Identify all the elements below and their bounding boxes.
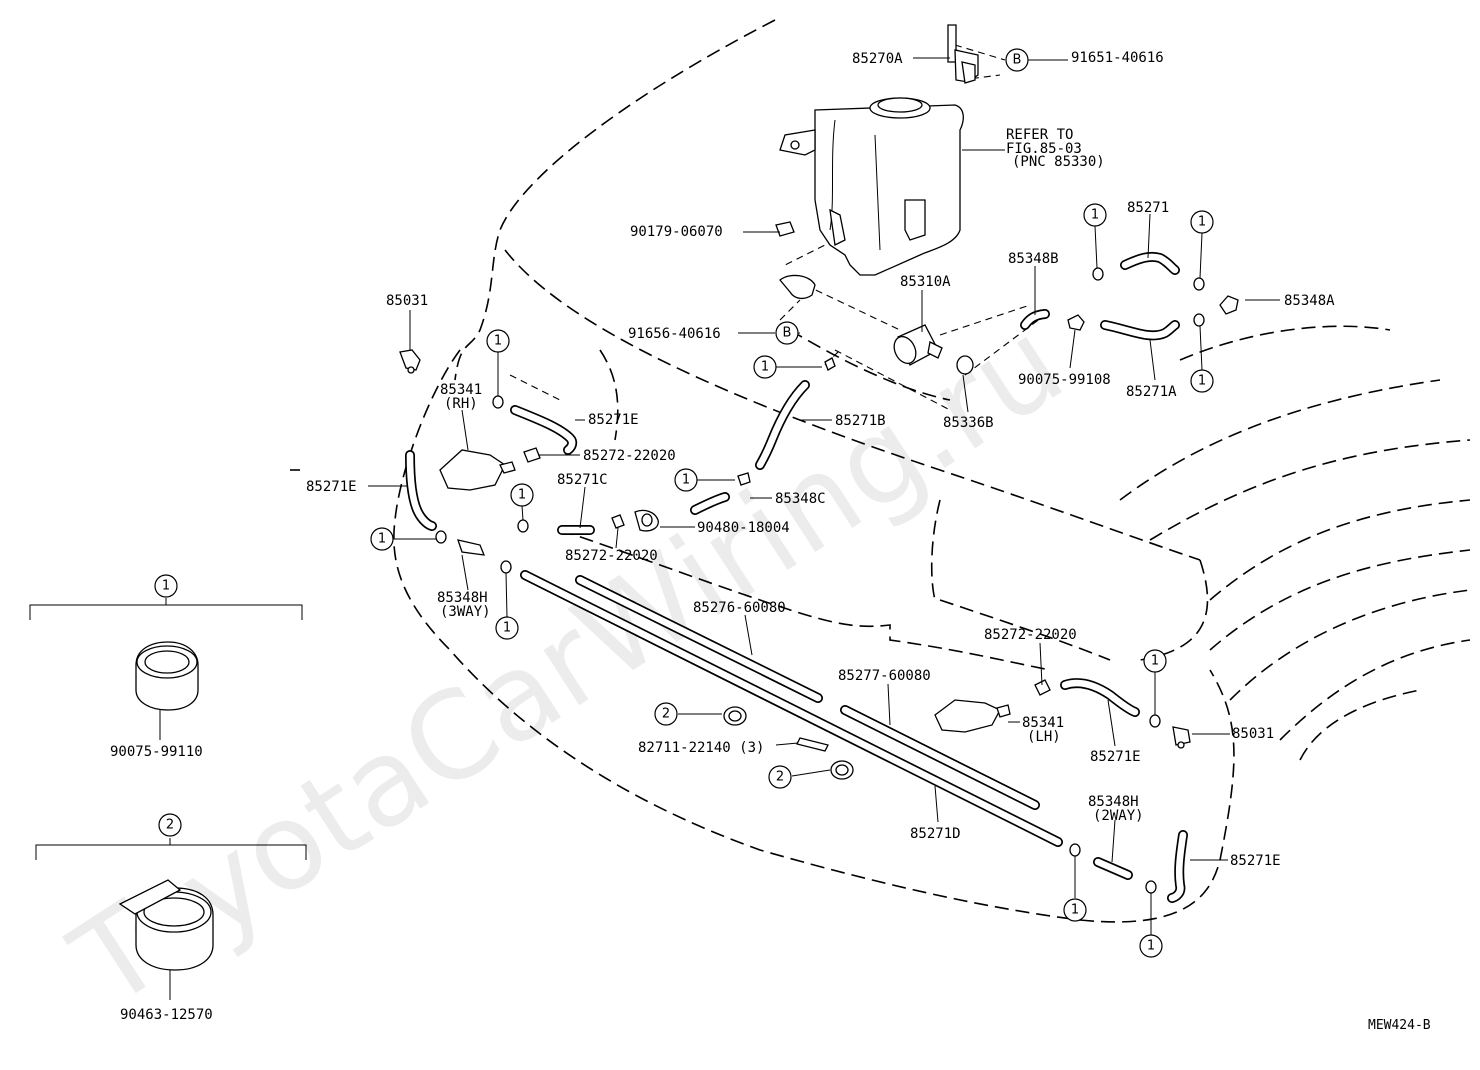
- ref-mark-1: [753, 355, 777, 379]
- svg-text:1: 1: [1151, 654, 1159, 669]
- ref-mark-1: [370, 527, 394, 551]
- label-85271c: 85271C: [557, 472, 608, 488]
- label-85277-60080: 85277-60080: [838, 668, 931, 684]
- svg-text:1: 1: [162, 579, 170, 594]
- label-85348a: 85348A: [1284, 293, 1335, 309]
- label-91656-40616: 91656-40616: [628, 326, 721, 342]
- ref-mark-1: [1143, 649, 1167, 673]
- svg-text:1: 1: [1147, 939, 1155, 954]
- ref-mark-1: [486, 329, 510, 353]
- label-85336b: 85336B: [943, 415, 994, 431]
- ref-mark-b: [1005, 48, 1029, 72]
- label-85271e-2: 85271E: [306, 479, 357, 495]
- label-85341-lh: 85341: [1022, 715, 1064, 731]
- label-85271e-1: 85271E: [588, 412, 639, 428]
- label-85348h-3way-sub: (3WAY): [440, 604, 491, 620]
- hose-clamp-icon: [723, 706, 854, 780]
- label-90075-99108: 90075-99108: [1018, 372, 1111, 388]
- svg-text:1: 1: [1198, 215, 1206, 230]
- washer-nozzle-icon: [439, 449, 1011, 733]
- label-85276-60080: 85276-60080: [693, 600, 786, 616]
- svg-text:1: 1: [1071, 903, 1079, 918]
- washer-tank-icon: [779, 97, 964, 276]
- label-85271d: 85271D: [910, 826, 961, 842]
- svg-text:1: 1: [378, 532, 386, 547]
- nut-90179: [775, 221, 795, 237]
- ref-mark-1: [1190, 369, 1214, 393]
- leader-lines: [368, 57, 1280, 935]
- label-85348h-2way: 85348H: [1088, 794, 1139, 810]
- svg-text:2: 2: [662, 707, 670, 722]
- washer-hoses: [405, 251, 1188, 903]
- vehicle-body-outline: [290, 19, 1471, 923]
- hose-band-icon: [35, 838, 307, 1000]
- label-85348h-2way-sub: (2WAY): [1093, 808, 1144, 824]
- grommet-85336b: [956, 355, 974, 375]
- svg-text:2: 2: [776, 770, 784, 785]
- label-85272-22020-2: 85272-22020: [565, 548, 658, 564]
- ref-mark-1: [1139, 934, 1163, 958]
- ref-mark-1: [1083, 203, 1107, 227]
- svg-text:1: 1: [1198, 374, 1206, 389]
- svg-text:1: 1: [1091, 208, 1099, 223]
- label-85270a: 85270A: [852, 51, 903, 67]
- legend-mark-2: [158, 813, 182, 837]
- label-90179-06070: 90179-06070: [630, 224, 723, 240]
- svg-text:1: 1: [503, 621, 511, 636]
- label-90480-18004: 90480-18004: [697, 520, 790, 536]
- ref-mark-b: [775, 321, 799, 345]
- ref-mark-2: [768, 765, 792, 789]
- clip-91656: [779, 274, 816, 300]
- reference-marks: B B 1 1 1 1 1 1 1 1 1 1 1 1 1 2 2 2: [154, 48, 1214, 958]
- ref-mark-1: [1190, 210, 1214, 234]
- figure-code: MEW424-B: [1368, 1018, 1431, 1033]
- label-85271b: 85271B: [835, 413, 886, 429]
- label-82711-22140: 82711-22140 (3): [638, 740, 764, 756]
- svg-text:2: 2: [166, 818, 174, 833]
- ref-mark-1: [495, 616, 519, 640]
- svg-text:B: B: [783, 326, 792, 341]
- svg-text:1: 1: [518, 488, 526, 503]
- label-91651-40616: 91651-40616: [1071, 50, 1164, 66]
- refer-note-line3: (PNC 85330): [1012, 154, 1105, 170]
- label-85031-bottom: 85031: [1232, 726, 1274, 742]
- label-85271: 85271: [1127, 200, 1169, 216]
- label-85031-top: 85031: [386, 293, 428, 309]
- label-90463-12570: 90463-12570: [120, 1007, 213, 1023]
- washer-pump-icon: [893, 324, 943, 366]
- label-85271a: 85271A: [1126, 384, 1177, 400]
- label-85272-22020-3: 85272-22020: [984, 627, 1077, 643]
- label-85271e-4: 85271E: [1230, 853, 1281, 869]
- svg-text:B: B: [1013, 53, 1022, 68]
- hose-fittings: [399, 295, 1239, 749]
- label-85348h-3way: 85348H: [437, 590, 488, 606]
- label-90075-99110: 90075-99110: [110, 744, 203, 760]
- part-labels: 85270A 91651-40616 REFER TO FIG.85-03 (P…: [110, 50, 1431, 1033]
- label-85348c: 85348C: [775, 491, 826, 507]
- ref-mark-1: [1063, 898, 1087, 922]
- label-85341-rh: 85341: [440, 382, 482, 398]
- bracket-85270a: [947, 24, 979, 84]
- svg-text:1: 1: [494, 334, 502, 349]
- legend-mark-1: [154, 574, 178, 598]
- label-85348b: 85348B: [1008, 251, 1059, 267]
- label-85271e-3: 85271E: [1090, 749, 1141, 765]
- label-85310a: 85310A: [900, 274, 951, 290]
- ref-mark-1: [674, 468, 698, 492]
- svg-text:1: 1: [761, 360, 769, 375]
- label-85341-rh-sub: (RH): [444, 396, 478, 412]
- refer-note-line1: REFER TO: [1006, 127, 1073, 143]
- svg-text:1: 1: [682, 473, 690, 488]
- ref-mark-1: [510, 483, 534, 507]
- ref-mark-2: [654, 702, 678, 726]
- label-85272-22020-1: 85272-22020: [583, 448, 676, 464]
- legend-clamp-1: [29, 598, 303, 740]
- label-85341-lh-sub: (LH): [1027, 729, 1061, 745]
- refer-note-line2: FIG.85-03: [1006, 141, 1082, 157]
